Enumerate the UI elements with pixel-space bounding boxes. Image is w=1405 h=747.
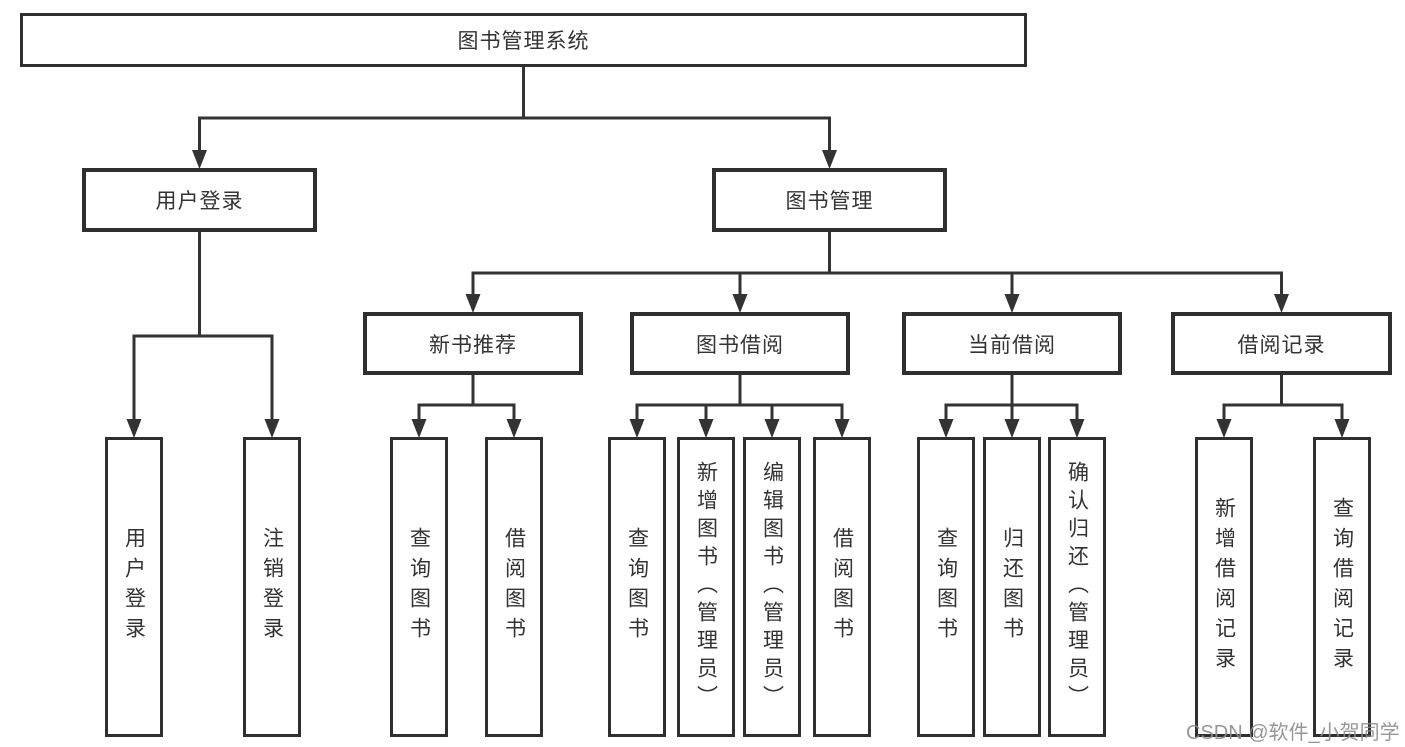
node-label-login-action: 用户登录 bbox=[122, 527, 146, 647]
node-borrow-records: 借阅记录 bbox=[1171, 312, 1392, 375]
node-cb-confirm: 确认归还（管理员） bbox=[1048, 437, 1106, 737]
node-current-borrow: 当前借阅 bbox=[902, 312, 1122, 375]
node-book-manage: 图书管理 bbox=[712, 168, 947, 232]
node-br-query: 查询借阅记录 bbox=[1313, 437, 1371, 737]
node-label-nb-borrow: 借阅图书 bbox=[502, 527, 526, 647]
node-label-logout-action: 注销登录 bbox=[260, 527, 284, 647]
node-label-cb-return: 归还图书 bbox=[1000, 527, 1024, 647]
node-login-action: 用户登录 bbox=[105, 437, 163, 737]
node-label-br-query: 查询借阅记录 bbox=[1330, 497, 1354, 677]
csdn-watermark: CSDN @软件_小贺同学 bbox=[1186, 722, 1400, 744]
node-user-login: 用户登录 bbox=[82, 168, 317, 232]
node-label-nb-query: 查询图书 bbox=[407, 527, 431, 647]
node-label-book-manage: 图书管理 bbox=[785, 190, 874, 213]
node-system: 图书管理系统 bbox=[20, 13, 1027, 67]
node-label-bb-query: 查询图书 bbox=[625, 527, 649, 647]
node-cb-return: 归还图书 bbox=[983, 437, 1041, 737]
node-label-cb-query: 查询图书 bbox=[934, 527, 958, 647]
node-bb-add: 新增图书（管理员） bbox=[677, 437, 735, 737]
node-label-current-borrow: 当前借阅 bbox=[968, 333, 1056, 357]
node-label-user-login: 用户登录 bbox=[155, 190, 244, 213]
node-label-system: 图书管理系统 bbox=[457, 30, 590, 53]
node-logout-action: 注销登录 bbox=[243, 437, 301, 737]
node-book-borrow: 图书借阅 bbox=[630, 312, 850, 375]
node-label-new-book: 新书推荐 bbox=[429, 333, 517, 357]
node-label-br-add: 新增借阅记录 bbox=[1212, 497, 1236, 677]
node-nb-query: 查询图书 bbox=[390, 437, 448, 737]
node-label-bb-borrow: 借阅图书 bbox=[830, 527, 854, 647]
node-new-book: 新书推荐 bbox=[363, 312, 583, 375]
node-label-cb-confirm: 确认归还（管理员） bbox=[1065, 461, 1089, 713]
node-br-add: 新增借阅记录 bbox=[1195, 437, 1253, 737]
node-label-borrow-records: 借阅记录 bbox=[1237, 333, 1326, 357]
node-cb-query: 查询图书 bbox=[917, 437, 975, 737]
node-nb-borrow: 借阅图书 bbox=[485, 437, 543, 737]
node-bb-edit: 编辑图书（管理员） bbox=[743, 437, 801, 737]
node-bb-borrow: 借阅图书 bbox=[813, 437, 871, 737]
node-label-bb-edit: 编辑图书（管理员） bbox=[760, 461, 784, 713]
node-label-bb-add: 新增图书（管理员） bbox=[694, 461, 718, 713]
node-bb-query: 查询图书 bbox=[608, 437, 666, 737]
node-label-book-borrow: 图书借阅 bbox=[696, 333, 784, 357]
